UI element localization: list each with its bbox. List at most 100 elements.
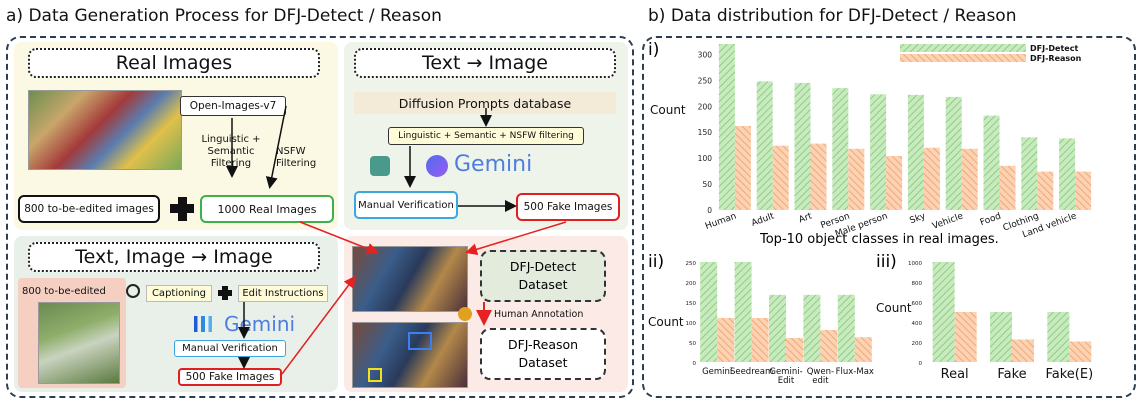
category-label: Fake — [997, 367, 1026, 382]
legend-swatch — [900, 54, 1026, 62]
chart-i-caption: Top-10 object classes in real images. — [760, 232, 999, 247]
category-label: Qwen- — [807, 367, 834, 377]
bar-reason — [999, 165, 1016, 210]
bar-reason — [717, 318, 735, 362]
bar-reason — [786, 338, 803, 362]
y-tick-label: 200 — [686, 281, 697, 287]
ti2i-to-edit-label: 800 to-be-edited — [22, 286, 106, 297]
y-axis-label: Count — [876, 301, 912, 315]
dfj-reason-dataset: DFJ-Reason Dataset — [480, 328, 606, 380]
category-label: Gemini — [702, 367, 732, 377]
bar-detect — [1059, 138, 1076, 210]
y-tick-label: 400 — [912, 321, 923, 327]
bar-detect — [734, 262, 752, 362]
bar-detect — [932, 262, 955, 362]
real-count-box: 1000 Real Images — [200, 195, 334, 223]
edit-instructions-box: Edit Instructions — [238, 285, 328, 302]
linguistic-filter-label: Linguistic + Semantic Filtering — [201, 134, 261, 169]
y-tick-label: 50 — [689, 341, 696, 347]
plus-icon-v — [177, 197, 187, 221]
real-image-collage — [28, 90, 182, 170]
to-edit-images — [38, 302, 120, 384]
chart-iii-label: iii) — [876, 252, 897, 272]
bar-reason — [820, 330, 838, 362]
flow-arrows — [226, 105, 567, 375]
gemini-logo-2: Gemini — [224, 312, 296, 336]
category-label: Vehicle — [931, 211, 965, 232]
category-label: Fake(E) — [1045, 367, 1093, 382]
left-title: a) Data Generation Process for DFJ-Detec… — [6, 6, 442, 26]
plus-icon-2v — [222, 286, 228, 300]
open-images-box: Open-Images-v7 — [180, 96, 286, 116]
category-label: edit — [812, 376, 829, 386]
category-label: Adult — [750, 211, 776, 229]
bar-detect — [718, 44, 735, 210]
gemini-logo: Gemini — [454, 152, 533, 177]
bar-reason — [854, 337, 872, 362]
bar-reason — [1069, 341, 1092, 362]
bar-detect — [837, 294, 855, 362]
category-label: Seedream — [730, 367, 773, 377]
bar-detect — [870, 94, 887, 210]
text-image-to-image-section: Text, Image → Image 800 to-be-edited Cap… — [14, 236, 338, 392]
chart-i-label: i) — [648, 40, 660, 60]
annotation-box-yellow — [368, 368, 382, 382]
bar-detect — [769, 294, 786, 362]
bar-reason — [886, 156, 903, 210]
y-axis-label: Count — [650, 103, 686, 117]
y-tick-label: 0 — [693, 361, 697, 367]
y-tick-label: 150 — [686, 301, 697, 307]
openai-logo-icon — [126, 284, 140, 298]
to-be-edited-box: 800 to-be-edited images — [18, 195, 160, 223]
qwen-logo-icon — [426, 155, 448, 177]
bar-reason — [1012, 339, 1034, 362]
captioning-box: Captioning — [146, 285, 212, 302]
human-annotation-label: Human Annotation — [494, 309, 584, 320]
y-tick-label: 250 — [698, 76, 713, 85]
y-tick-label: 250 — [686, 261, 697, 267]
y-tick-label: 200 — [912, 341, 923, 347]
bar-reason — [923, 147, 940, 210]
bar-detect — [756, 81, 773, 210]
detect-image-grid — [352, 246, 468, 312]
y-tick-label: 0 — [919, 361, 923, 367]
ti2i-heading: Text, Image → Image — [28, 242, 320, 272]
ti2i-verify-box: Manual Verification — [174, 340, 286, 357]
right-title: b) Data distribution for DFJ-Detect / Re… — [648, 6, 1017, 26]
real-images-section: Real Images Open-Images-v7 Linguistic + … — [14, 42, 338, 230]
real-images-heading: Real Images — [28, 48, 320, 78]
bar-reason — [772, 145, 789, 210]
y-tick-label: 0 — [707, 206, 712, 215]
bar-reason — [961, 148, 978, 210]
bar-reason — [1075, 171, 1092, 210]
category-label: Flux-Max — [836, 367, 874, 377]
t2i-filter-box: Linguistic + Semantic + NSFW filtering — [388, 127, 584, 145]
bar-reason — [1037, 171, 1054, 210]
y-tick-label: 150 — [698, 128, 713, 137]
y-tick-label: 100 — [698, 154, 713, 163]
dataset-section: DFJ-Detect Dataset Human Annotation DFJ-… — [344, 236, 628, 392]
bar-detect — [945, 96, 962, 210]
bar-detect — [907, 94, 924, 210]
y-tick-label: 800 — [912, 281, 923, 287]
category-label: Edit — [778, 376, 795, 386]
chart-ii-label: ii) — [648, 252, 665, 272]
category-label: Art — [798, 211, 814, 225]
legend-label: DFJ-Detect — [1030, 44, 1078, 53]
y-tick-label: 300 — [698, 50, 713, 59]
bar-detect — [700, 262, 718, 362]
category-label: Sky — [909, 211, 928, 226]
bar-detect — [1021, 137, 1038, 210]
y-tick-label: 1000 — [908, 261, 922, 267]
bar-reason — [810, 143, 827, 210]
generation-panel — [6, 36, 634, 398]
annotator-icon — [458, 307, 472, 321]
category-label: Food — [979, 211, 1003, 228]
legend-label: DFJ-Reason — [1030, 54, 1082, 63]
y-tick-label: 200 — [698, 102, 713, 111]
chart-generators: 050100150200250CountGeminiSeedreamGemini… — [648, 261, 874, 386]
bar-reason — [751, 318, 769, 362]
